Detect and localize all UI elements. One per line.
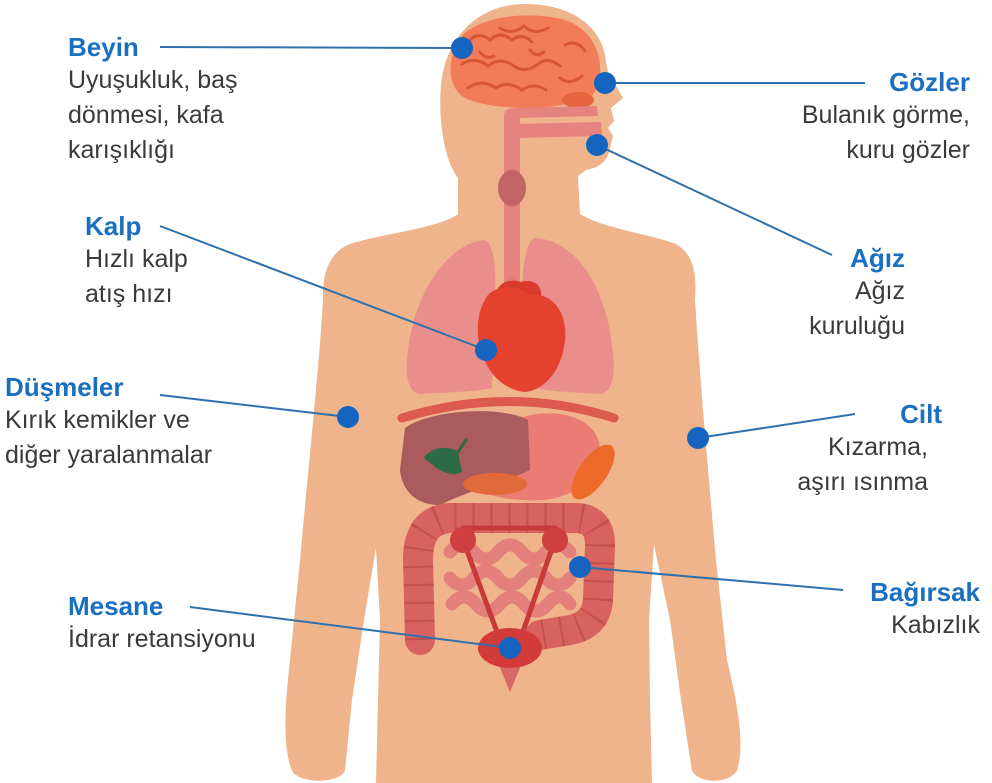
label-title: Bağırsak [870, 576, 980, 608]
label-agiz: Ağız Ağız kuruluğu [809, 242, 905, 344]
label-desc-line: diğer yaralanmalar [5, 438, 212, 473]
left-kidney [450, 527, 476, 553]
label-desc-line: kuruluğu [809, 309, 905, 344]
larynx [498, 170, 526, 206]
label-desc-line: Bulanık görme, [802, 98, 970, 133]
label-desc-line: kuru gözler [802, 133, 970, 168]
pancreas [463, 473, 527, 495]
nasal-passage [515, 106, 598, 118]
label-desc-line: atış hızı [85, 277, 188, 312]
label-desc-line: Ağız [809, 274, 905, 309]
label-title: Kalp [85, 210, 188, 242]
oral-passage [515, 122, 602, 138]
label-title: Cilt [797, 398, 942, 430]
label-desc-line: aşırı ısınma [797, 465, 928, 500]
right-kidney [542, 527, 568, 553]
label-desc-line: Kabızlık [870, 608, 980, 643]
label-title: Ağız [809, 242, 905, 274]
marker-bagirsak [569, 556, 591, 578]
label-cilt: Cilt Kızarma, aşırı ısınma [797, 398, 928, 500]
label-dusmeler: Düşmeler Kırık kemikler ve diğer yaralan… [5, 371, 212, 473]
marker-mesane [499, 637, 521, 659]
label-bagirsak: Bağırsak Kabızlık [870, 576, 980, 643]
label-title: Gözler [802, 66, 970, 98]
label-desc-line: Kızarma, [797, 430, 928, 465]
label-desc-line: dönmesi, kafa [68, 98, 238, 133]
label-title: Düşmeler [5, 371, 212, 403]
brain [451, 15, 601, 108]
label-desc-line: Hızlı kalp [85, 242, 188, 277]
label-kalp: Kalp Hızlı kalp atış hızı [85, 210, 188, 312]
marker-beyin [451, 37, 473, 59]
label-desc-line: İdrar retansiyonu [68, 622, 256, 657]
marker-dusmeler [337, 406, 359, 428]
label-title: Mesane [68, 590, 256, 622]
label-gozler: Gözler Bulanık görme, kuru gözler [802, 66, 970, 168]
marker-gozler [594, 72, 616, 94]
marker-agiz [586, 134, 608, 156]
label-title: Beyin [68, 31, 238, 63]
label-desc-line: karışıklığı [68, 133, 238, 168]
label-desc-line: Kırık kemikler ve [5, 403, 212, 438]
label-desc-line: Uyuşukluk, baş [68, 63, 238, 98]
marker-kalp [475, 339, 497, 361]
label-beyin: Beyin Uyuşukluk, baş dönmesi, kafa karış… [68, 31, 238, 168]
label-mesane: Mesane İdrar retansiyonu [68, 590, 256, 657]
cerebellum [562, 92, 594, 108]
marker-cilt [687, 427, 709, 449]
